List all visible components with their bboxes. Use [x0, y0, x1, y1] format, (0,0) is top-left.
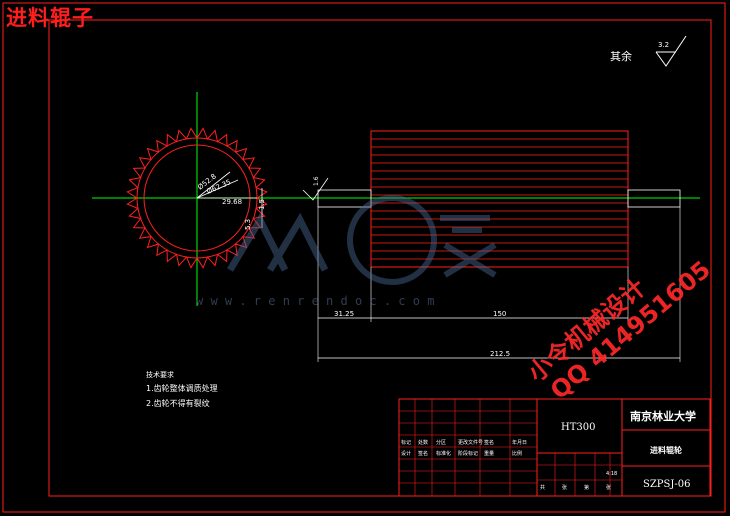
tb-small-row-cell: 签名: [484, 439, 494, 446]
title-block-grid: 标记处数分区更改文件号签名年月日设计签名标准化阶段标记重量比例共张第张: [399, 399, 622, 496]
right-shaft: [627, 189, 681, 208]
tb-sheet-row-cell: 第: [584, 484, 589, 491]
school-label: 南京林业大学: [630, 409, 696, 423]
tb-design-row-cell: 重量: [484, 450, 494, 457]
material-label: HT300: [561, 422, 595, 433]
scale-label: 4:18: [606, 471, 617, 477]
tb-design-row-cell: 阶段标记: [458, 450, 478, 457]
tb-design-row-cell: 设计: [401, 450, 411, 457]
gear-dim-v2: 5.3: [244, 219, 252, 230]
dim-mid-label: 150: [493, 310, 506, 318]
tb-design-row-cell: 比例: [512, 450, 522, 457]
tb-design-row-cell: 签名: [418, 450, 428, 457]
drawing-title: 进料辊子: [6, 6, 94, 30]
title-block-frame: [398, 398, 711, 497]
roughness-symbol-icon: [655, 35, 687, 67]
tb-small-row-cell: 分区: [436, 439, 446, 446]
dim-left-label: 31.25: [334, 310, 354, 318]
tb-small-row-cell: 年月日: [512, 439, 527, 446]
gear-end-view: Ø52.8 Ø62.35 29.68 1.5 5.3: [92, 92, 320, 306]
tb-small-row-cell: 处数: [418, 439, 428, 446]
gear-dim-r: 29.68: [222, 198, 242, 206]
gear-dim-leader-2: [196, 179, 239, 199]
surface-finish-label: 其余: [610, 49, 632, 63]
tb-sheet-row-cell: 张: [606, 484, 611, 491]
title-block: 标记处数分区更改文件号签名年月日设计签名标准化阶段标记重量比例共张第张 HT30…: [398, 398, 711, 497]
tech-req-item-2: 2.齿轮不得有裂纹: [146, 398, 210, 408]
left-shaft: [317, 189, 372, 208]
tb-design-row-cell: 标准化: [436, 450, 451, 457]
surface-finish-value: 3.2: [658, 41, 669, 49]
watermark-logo-icon: [226, 195, 497, 285]
tb-small-row-cell: 标记: [401, 439, 411, 446]
tb-small-row-cell: 更改文件号: [458, 439, 483, 446]
roller-side-view: 1.6 31.25 150 212.5: [300, 130, 700, 362]
gear-dim-leader-1: [196, 171, 231, 199]
shaft-finish-value: 1.6: [313, 176, 320, 186]
tech-req-heading: 技术要求: [146, 370, 174, 379]
watermark-site: w w w . r e n r e n d o c . c o m: [196, 294, 434, 308]
dim-total-label: 212.5: [490, 350, 510, 358]
drawing-no-label: SZPSJ-06: [643, 479, 691, 490]
roller-teeth-lines: [371, 138, 628, 260]
tech-req-item-1: 1.齿轮整体调质处理: [146, 383, 218, 393]
inner-frame: [48, 19, 712, 497]
gear-dim-v1: 1.5: [258, 199, 266, 210]
shaft-roughness-icon: [302, 177, 329, 201]
tb-sheet-row-cell: 共: [540, 484, 545, 491]
tb-sheet-row-cell: 张: [562, 484, 567, 491]
part-name-label: 进料辊轮: [650, 445, 682, 455]
